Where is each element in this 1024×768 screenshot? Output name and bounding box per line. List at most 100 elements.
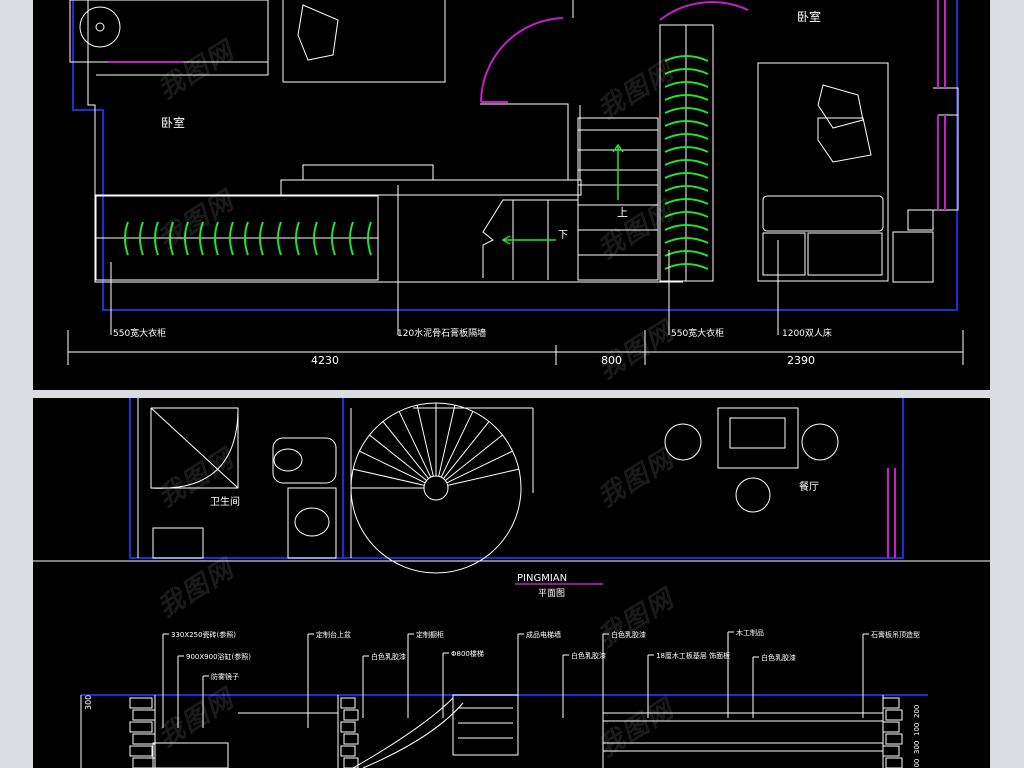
annotation-wardrobe-left: 550宽大衣柜 xyxy=(113,327,166,339)
stair-tread xyxy=(382,421,429,479)
elevation-label: 330X250瓷砖(参照) xyxy=(171,630,236,639)
brick xyxy=(340,745,356,757)
elevation-label: 900X900浴缸(参照) xyxy=(186,652,251,661)
elevation-right-dimension: 100 xyxy=(913,723,921,736)
stair-up-label: 上 xyxy=(617,206,628,219)
hanger-icon xyxy=(331,221,336,256)
dimension-2: 800 xyxy=(601,354,622,367)
hanger-icon xyxy=(664,81,709,88)
hanger-icon xyxy=(664,172,709,179)
hanger-icon xyxy=(295,221,300,256)
hanger-icon xyxy=(664,120,709,127)
spiral-stair-treads xyxy=(351,403,519,489)
brick xyxy=(132,757,156,768)
brick xyxy=(129,745,153,757)
elevation-lines xyxy=(80,694,884,768)
brick xyxy=(340,697,356,709)
hanger-icon xyxy=(664,146,709,153)
dimension-1: 4230 xyxy=(311,354,339,367)
brick-columns xyxy=(129,697,903,768)
elevation-label: 木工制品 xyxy=(736,628,764,637)
brick xyxy=(129,697,153,709)
brick xyxy=(885,757,903,768)
hanger-icon xyxy=(664,55,709,62)
brick xyxy=(882,721,900,733)
elevation-dimension: 300 xyxy=(84,695,93,710)
elevation-label: 定制橱柜 xyxy=(416,630,444,639)
floor-plan-upper: 卧室 卧室 上 下 550宽大衣柜 120水泥骨石膏板隔墙 550宽大衣柜 12… xyxy=(33,0,990,390)
elevation-right-dimension: 300 xyxy=(913,741,921,754)
drawing-subtitle: 平面图 xyxy=(538,588,565,599)
stair-tread xyxy=(447,468,519,486)
elevation-label: 白色乳胶漆 xyxy=(571,651,606,660)
stair-tread xyxy=(359,450,426,484)
dimension-3: 2390 xyxy=(787,354,815,367)
stair-tread xyxy=(369,434,427,481)
door-arcs xyxy=(108,0,946,210)
stair-tread xyxy=(416,405,434,477)
annotation-wardrobe-right: 550宽大衣柜 xyxy=(671,327,724,339)
hangers-left xyxy=(124,221,372,256)
elevation-label: 白色乳胶漆 xyxy=(611,630,646,639)
brick xyxy=(132,733,156,745)
brick xyxy=(885,733,903,745)
elevation-label: 防雾镜子 xyxy=(211,672,239,681)
room-label-bedroom-right: 卧室 xyxy=(797,9,821,24)
brick xyxy=(343,733,359,745)
stair-arrows xyxy=(501,143,624,245)
brick xyxy=(343,757,359,768)
annotation-partition: 120水泥骨石膏板隔墙 xyxy=(397,327,486,339)
brick xyxy=(343,709,359,721)
hanger-icon xyxy=(664,224,709,231)
hanger-icon xyxy=(664,133,709,140)
elevation-leader-lines xyxy=(162,631,869,728)
hanger-icon xyxy=(664,107,709,114)
elevation-label: 石膏板吊顶造型 xyxy=(871,630,920,639)
walls xyxy=(137,398,839,574)
hanger-icon xyxy=(664,211,709,218)
hanger-icon xyxy=(349,221,354,256)
stair-tread xyxy=(443,421,490,479)
elevation-label: 白色乳胶漆 xyxy=(371,652,406,661)
stair-tread xyxy=(353,468,425,486)
hanger-icon xyxy=(664,159,709,166)
hanger-icon xyxy=(184,221,189,256)
elevation-label: 成品电梯墙 xyxy=(526,630,561,639)
elevation-right-dimension: 200 xyxy=(913,759,921,768)
drawing-title: PINGMIAN xyxy=(517,573,567,584)
hanger-icon xyxy=(664,185,709,192)
hanger-icon xyxy=(277,221,282,256)
hanger-icon xyxy=(229,221,234,256)
elevation-label: 定制台上盆 xyxy=(316,630,351,639)
brick xyxy=(129,721,153,733)
stair-tread xyxy=(446,450,513,484)
hanger-icon xyxy=(244,221,249,256)
hanger-icon xyxy=(259,221,264,256)
room-label-bathroom: 卫生间 xyxy=(210,495,240,508)
brick xyxy=(882,697,900,709)
stair-tread xyxy=(398,411,432,478)
brick xyxy=(885,709,903,721)
hanger-icon xyxy=(367,221,372,256)
lower-plan-drawing: PINGMIAN 平面图 卫生间 餐厅 330X250瓷砖(参照) 900X900… xyxy=(33,398,990,768)
hangers-right xyxy=(664,55,709,270)
elevation-right-dimension: 200 xyxy=(913,705,921,718)
leader-lines xyxy=(67,185,964,365)
stair-tread xyxy=(440,411,474,478)
hanger-icon xyxy=(169,221,174,256)
room-label-bedroom-left: 卧室 xyxy=(161,115,185,130)
hanger-icon xyxy=(214,221,219,256)
hanger-icon xyxy=(313,221,318,256)
hanger-icon xyxy=(664,237,709,244)
upper-plan-drawing: 卧室 卧室 上 下 550宽大衣柜 120水泥骨石膏板隔墙 550宽大衣柜 12… xyxy=(67,0,964,367)
outline-blue xyxy=(72,0,958,311)
elevation-label: 白色乳胶漆 xyxy=(761,653,796,662)
brick xyxy=(340,721,356,733)
room-label-dining: 餐厅 xyxy=(799,480,819,493)
hanger-icon xyxy=(154,221,159,256)
brick xyxy=(132,709,156,721)
stair-down-label: 下 xyxy=(558,230,568,241)
hanger-icon xyxy=(664,94,709,101)
elevation-label: 18厘木工板基层 饰面板 xyxy=(656,651,730,660)
stair-tread xyxy=(445,434,503,481)
